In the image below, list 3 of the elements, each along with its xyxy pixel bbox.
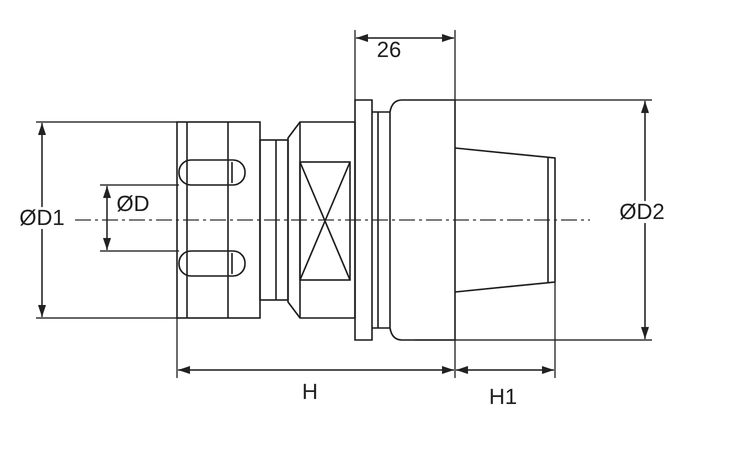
- dimension-label: ØD1: [18, 207, 66, 229]
- dimension-label: ØD2: [618, 201, 666, 223]
- dimension-label: ØD: [116, 193, 150, 215]
